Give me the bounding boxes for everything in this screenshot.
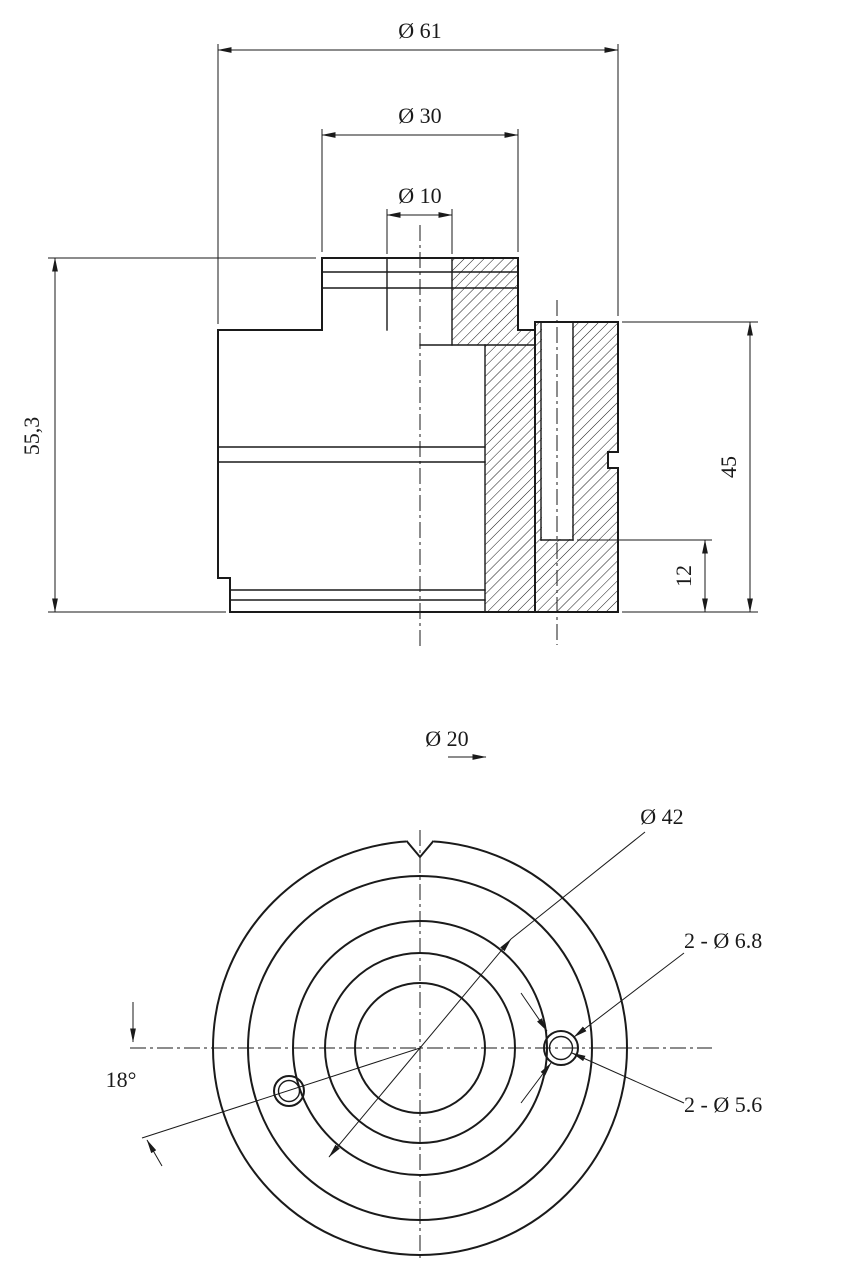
dim-shaft-diameter: Ø 20 (425, 726, 487, 760)
dim-label-shaft-diameter: Ø 20 (425, 726, 468, 751)
body-bottom-step (217, 577, 231, 613)
dim-label-outer-diameter: Ø 61 (398, 18, 441, 43)
dim-label-flange-height: 45 (716, 456, 741, 478)
dim-label-through-holes: 2 - Ø 5.6 (684, 1092, 762, 1117)
hatch-body-wall (452, 330, 535, 612)
dim-hole-angle: 18° (106, 1002, 163, 1167)
dim-label-bore-diameter: Ø 10 (398, 183, 441, 208)
dim-outer-diameter: Ø 61 (217, 18, 619, 324)
part-outline (217, 257, 619, 613)
bolt-hole-right (543, 1030, 579, 1066)
front-view: Ø 42 2 - Ø 6.8 2 - Ø 5.6 18° (106, 804, 762, 1262)
dim-hole-depth: 12 (577, 539, 712, 613)
dim-bore-diameter: Ø 10 (386, 183, 453, 254)
flange-notch-clear (607, 451, 619, 469)
dim-pitch-circle: Ø 42 (328, 804, 684, 1158)
hole-pointer-lower (520, 1062, 552, 1104)
dim-label-cap-diameter: Ø 30 (398, 103, 441, 128)
section-hatching (452, 258, 619, 612)
hole-axis-18deg (141, 1047, 421, 1139)
dim-label-total-height: 55,3 (19, 417, 44, 456)
dim-through-holes: 2 - Ø 5.6 (520, 1052, 762, 1117)
dim-cap-diameter: Ø 30 (321, 103, 519, 252)
hole-pointer-upper (520, 992, 548, 1032)
dim-label-hole-angle: 18° (106, 1067, 137, 1092)
dim-flange-height: 45 (622, 321, 758, 613)
bolt-hole-lower-left (273, 1075, 305, 1107)
dim-label-hole-depth: 12 (671, 565, 696, 587)
dim-counterbore-holes: 2 - Ø 6.8 (520, 928, 762, 1038)
dim-label-counterbore-holes: 2 - Ø 6.8 (684, 928, 762, 953)
side-section-view: Ø 61 Ø 30 Ø 10 55,3 45 (19, 18, 758, 648)
dim-total-height: 55,3 (19, 257, 316, 613)
dim-label-pitch-circle: Ø 42 (640, 804, 683, 829)
hatch-cap-wall (452, 258, 518, 330)
flange-notch (607, 451, 619, 469)
